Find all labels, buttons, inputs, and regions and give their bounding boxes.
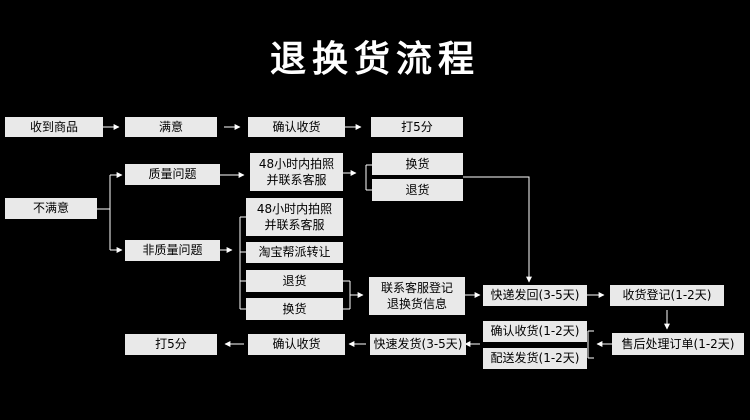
node-register-info: 联系客服登记 退换货信息 bbox=[369, 277, 465, 315]
node-confirm-bottom: 确认收货 bbox=[248, 334, 345, 355]
page-title: 退换货流程 bbox=[269, 39, 480, 80]
node-rate-bottom: 打5分 bbox=[125, 334, 217, 355]
node-return-a: 退货 bbox=[372, 179, 463, 201]
node-exchange-a: 换货 bbox=[372, 153, 463, 175]
node-confirm-top: 确认收货 bbox=[248, 117, 345, 137]
node-exchange-b: 换货 bbox=[246, 298, 343, 320]
node-photo-contact-1: 48小时内拍照 并联系客服 bbox=[250, 153, 343, 191]
node-receipt-register: 收货登记(1-2天) bbox=[610, 285, 724, 306]
node-rate-top: 打5分 bbox=[371, 117, 463, 137]
node-quality-issue: 质量问题 bbox=[125, 164, 220, 185]
node-delivery: 配送发货(1-2天) bbox=[483, 348, 587, 369]
node-express-ship: 快速发货(3-5天) bbox=[370, 334, 466, 355]
node-non-quality-issue: 非质量问题 bbox=[125, 240, 220, 261]
node-express-return: 快递发回(3-5天) bbox=[483, 285, 587, 306]
node-taobao-assign: 淘宝帮派转让 bbox=[246, 242, 343, 263]
node-photo-contact-2: 48小时内拍照 并联系客服 bbox=[246, 198, 343, 236]
node-confirm-receipt-mid: 确认收货(1-2天) bbox=[483, 321, 587, 342]
node-after-sales: 售后处理订单(1-2天) bbox=[612, 333, 744, 355]
node-receive: 收到商品 bbox=[5, 117, 103, 137]
node-not-satisfied: 不满意 bbox=[5, 198, 97, 219]
node-satisfied: 满意 bbox=[125, 117, 217, 137]
node-return-b: 退货 bbox=[246, 270, 343, 292]
